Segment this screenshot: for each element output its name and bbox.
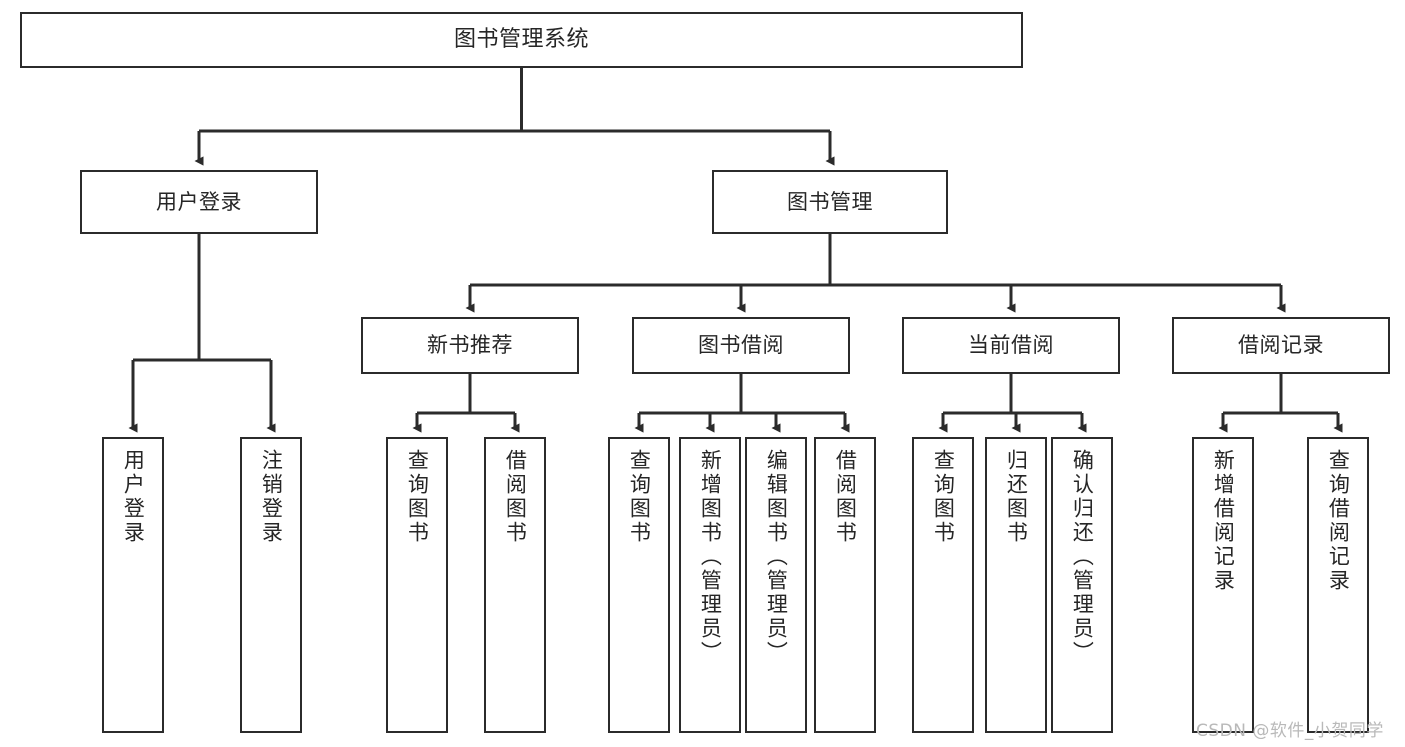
node-label: 用户登录 [156, 189, 242, 214]
node-label: 归还图书 [1004, 449, 1029, 545]
node-label: 图书借阅 [698, 333, 784, 358]
node-leaf-add-book-admin[interactable]: 新增图书（管理员） [679, 437, 741, 733]
node-label: 借阅记录 [1238, 333, 1324, 358]
node-leaf-query-book-1[interactable]: 查询图书 [386, 437, 448, 733]
node-label: 新书推荐 [427, 333, 513, 358]
node-label: 借阅图书 [503, 449, 528, 545]
csdn-watermark: CSDN @软件_小贺同学 [1196, 721, 1384, 741]
node-leaf-user-login[interactable]: 用户登录 [102, 437, 164, 733]
node-label: 查询图书 [405, 449, 430, 545]
node-label: 图书管理 [787, 189, 873, 214]
node-leaf-add-borrow-record[interactable]: 新增借阅记录 [1192, 437, 1254, 733]
node-user-login[interactable]: 用户登录 [80, 170, 318, 234]
node-leaf-query-book-3[interactable]: 查询图书 [912, 437, 974, 733]
node-label: 借阅图书 [833, 449, 858, 545]
node-label: 注销登录 [259, 449, 284, 545]
node-leaf-edit-book-admin[interactable]: 编辑图书（管理员） [745, 437, 807, 733]
node-label: 查询图书 [931, 449, 956, 545]
node-leaf-logout-login[interactable]: 注销登录 [240, 437, 302, 733]
node-leaf-query-borrow-record[interactable]: 查询借阅记录 [1307, 437, 1369, 733]
node-leaf-return-book[interactable]: 归还图书 [985, 437, 1047, 733]
node-label: 用户登录 [121, 449, 146, 545]
node-label: 图书管理系统 [453, 27, 589, 53]
node-label: 当前借阅 [968, 333, 1054, 358]
node-label: 查询借阅记录 [1326, 449, 1351, 593]
node-leaf-borrow-book-1[interactable]: 借阅图书 [484, 437, 546, 733]
node-borrow-record[interactable]: 借阅记录 [1172, 317, 1390, 374]
node-leaf-query-book-2[interactable]: 查询图书 [608, 437, 670, 733]
node-leaf-borrow-book-2[interactable]: 借阅图书 [814, 437, 876, 733]
node-label: 确认归还（管理员） [1070, 449, 1095, 665]
node-root[interactable]: 图书管理系统 [20, 12, 1023, 68]
node-label: 新增图书（管理员） [698, 449, 723, 665]
node-label: 编辑图书（管理员） [764, 449, 789, 665]
node-current-borrow[interactable]: 当前借阅 [902, 317, 1120, 374]
node-leaf-confirm-return-admin[interactable]: 确认归还（管理员） [1051, 437, 1113, 733]
node-label: 新增借阅记录 [1211, 449, 1236, 593]
node-label: 查询图书 [627, 449, 652, 545]
node-book-borrow[interactable]: 图书借阅 [632, 317, 850, 374]
node-book-manage[interactable]: 图书管理 [712, 170, 948, 234]
node-new-book-recommend[interactable]: 新书推荐 [361, 317, 579, 374]
